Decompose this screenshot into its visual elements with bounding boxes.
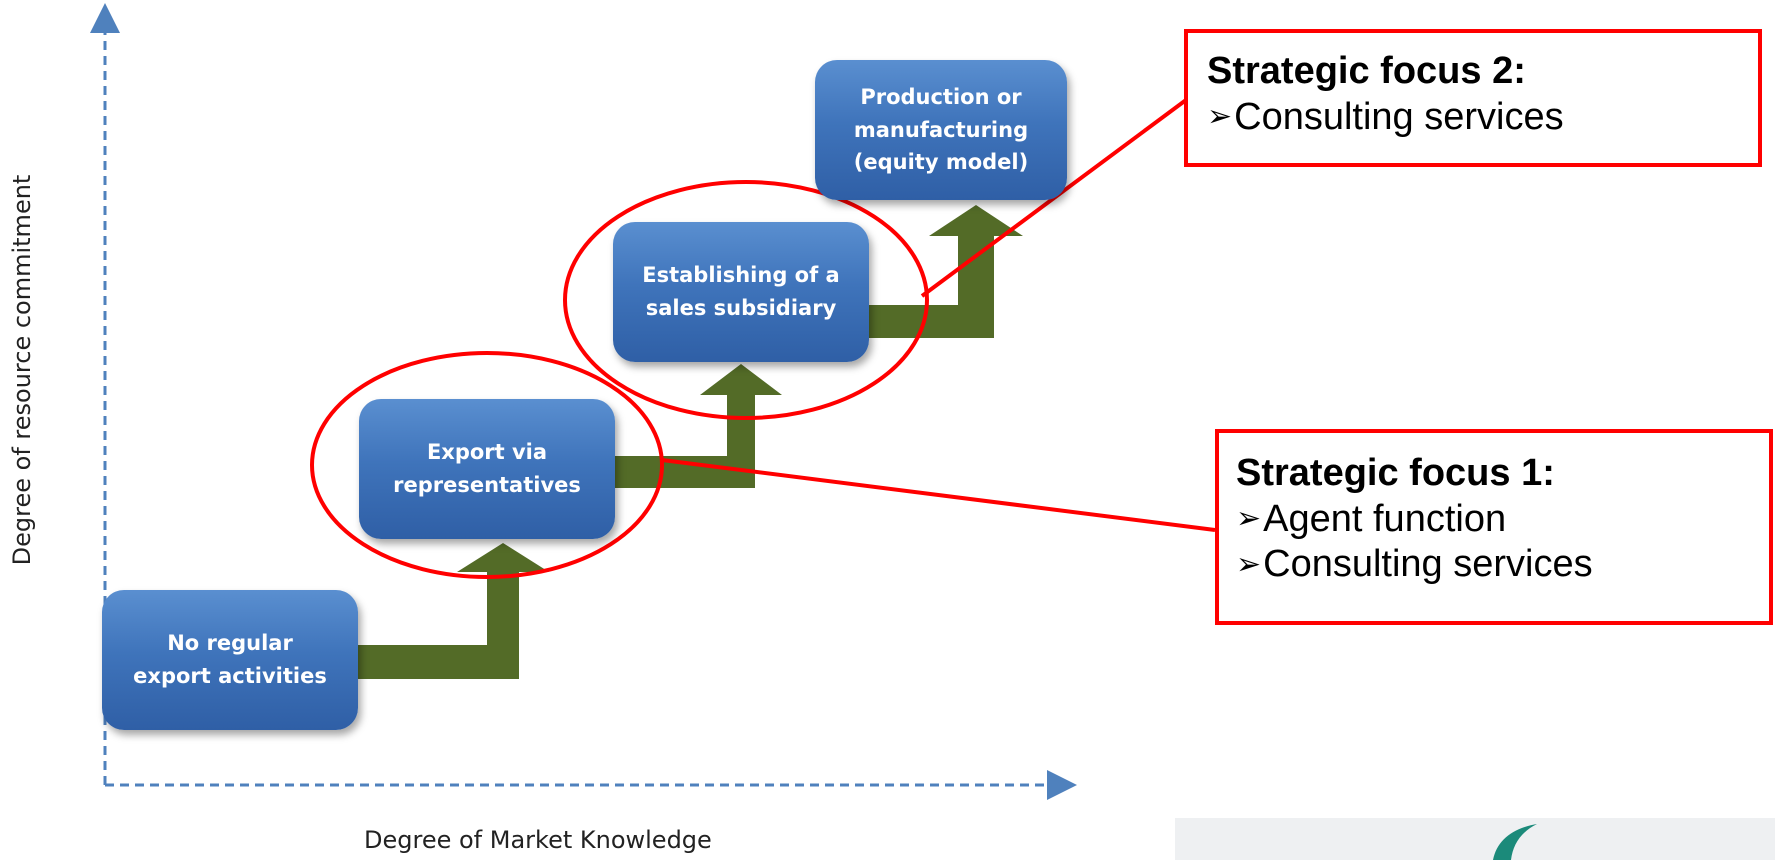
highlight-ellipse-export xyxy=(310,351,664,579)
focus-list: ➢ Consulting services xyxy=(1207,95,1758,141)
y-axis-label: Degree of resource commitment xyxy=(8,174,36,566)
connector-line-focus-1 xyxy=(661,458,1216,532)
arrow-bullet-icon: ➢ xyxy=(1207,100,1233,134)
step-arrow-2 xyxy=(615,364,782,488)
stage-label: Establishing of a sales subsidiary xyxy=(642,263,840,320)
highlight-ellipse-subsidiary xyxy=(563,180,929,420)
focus-item-label: Agent function xyxy=(1263,497,1507,540)
arrow-bullet-icon: ➢ xyxy=(1236,547,1262,581)
stage-label: Export via representatives xyxy=(393,440,581,497)
stage-production-equity: Production or manufacturing (equity mode… xyxy=(815,60,1067,200)
focus-item-label: Consulting services xyxy=(1234,95,1564,138)
focus-list: ➢ Agent function ➢ Consulting services xyxy=(1236,497,1769,588)
stage-label: No regular export activities xyxy=(133,631,327,688)
focus-item-label: Consulting services xyxy=(1263,543,1593,586)
strategic-focus-2-box: Strategic focus 2: ➢ Consulting services xyxy=(1184,29,1762,167)
logo-panel xyxy=(1175,818,1775,860)
stage-sales-subsidiary: Establishing of a sales subsidiary xyxy=(613,222,869,362)
focus-item: ➢ Consulting services xyxy=(1236,542,1769,588)
focus-item: ➢ Consulting services xyxy=(1207,95,1758,141)
step-arrow-1 xyxy=(358,543,549,679)
strategic-focus-1-box: Strategic focus 1: ➢ Agent function ➢ Co… xyxy=(1215,429,1773,625)
arrow-bullet-icon: ➢ xyxy=(1236,502,1262,536)
stage-export-via-representatives: Export via representatives xyxy=(359,399,615,539)
logo-swoosh-icon xyxy=(1493,824,1537,860)
step-arrow-3 xyxy=(869,205,1023,338)
focus-title: Strategic focus 2: xyxy=(1207,50,1526,92)
focus-item: ➢ Agent function xyxy=(1236,497,1769,543)
stage-label: Production or manufacturing (equity mode… xyxy=(853,85,1029,175)
focus-title: Strategic focus 1: xyxy=(1236,452,1555,494)
x-axis-label: Degree of Market Knowledge xyxy=(364,826,712,854)
stage-no-regular-export: No regular export activities xyxy=(102,590,358,730)
